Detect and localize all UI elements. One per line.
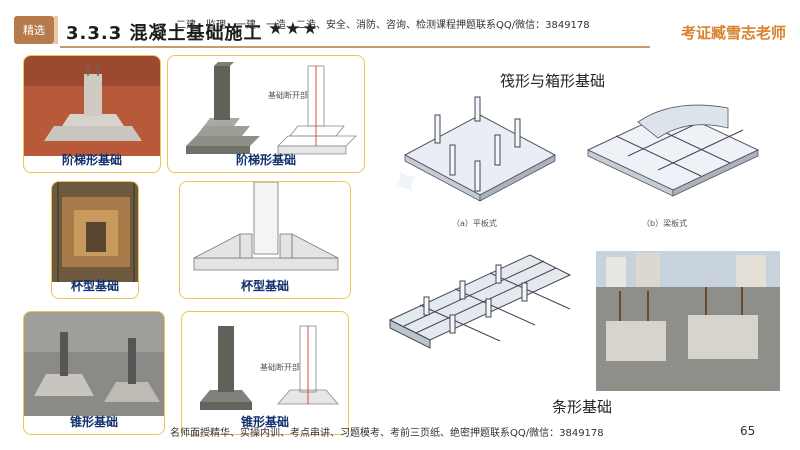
- flat-slab-caption: （a）平板式: [452, 219, 497, 228]
- header-divider: [60, 46, 650, 48]
- featured-badge: 精选: [14, 16, 58, 44]
- section-title: 3.3.3 混凝土基础施工: [66, 23, 263, 44]
- cone-foundation-photo-card: 锥形基础: [23, 311, 165, 435]
- cone-foundation-model-caption: 锥形基础: [240, 415, 289, 429]
- cup-foundation-section-caption: 杯型基础: [240, 279, 289, 293]
- cup-foundation-photo: [52, 182, 138, 282]
- step-foundation-photo-card: 阶梯形基础: [23, 55, 161, 173]
- step-annotation: 基础断开部: [268, 91, 308, 100]
- footer-text: 名师面授精华、实操内训、考点串讲、习题模考、考前三页纸、绝密押题联系QQ/微信：…: [170, 428, 604, 439]
- beam-slab-caption: （b）梁板式: [642, 219, 688, 228]
- top-banner-text: 二建、监理、一建、一造、二造、安全、消防、咨询、检测课程押题联系QQ/微信：38…: [176, 20, 590, 31]
- beam-slab-raft-diagram: [586, 104, 760, 197]
- flat-slab-raft-diagram: [403, 96, 557, 202]
- cup-foundation-section-card: 杯型基础: [179, 181, 351, 299]
- strip-foundation-title: 条形基础: [552, 398, 613, 416]
- teacher-name: 考证臧雪志老师: [680, 24, 786, 42]
- raft-foundation-title: 筏形与箱形基础: [500, 72, 606, 90]
- cone-foundation-model-card: 基础断开部 锥形基础: [181, 311, 349, 435]
- step-foundation-caption: 阶梯形基础: [61, 153, 122, 167]
- cone-foundation-photo: [24, 312, 164, 416]
- cup-foundation-caption: 杯型基础: [70, 279, 119, 293]
- cone-foundation-caption: 锥形基础: [69, 415, 118, 429]
- importance-stars: ★★★: [268, 19, 320, 39]
- step-foundation-model: [186, 62, 357, 155]
- page-number: 65: [740, 424, 756, 438]
- strip-foundation-diagram: [388, 254, 572, 349]
- slide-header: 精选 3.3.3 混凝土基础施工 ★★★ 二建、监理、一建、一造、二造、安全、消…: [0, 0, 800, 56]
- cup-foundation-photo-card: 杯型基础: [51, 181, 139, 299]
- cup-foundation-section: [193, 182, 339, 271]
- strip-foundation-site-photo: [596, 251, 780, 391]
- step-foundation-photo: [24, 56, 160, 156]
- cone-annotation: 基础断开部: [260, 363, 300, 372]
- step-foundation-model-card: 基础断开部 阶梯形基础: [167, 55, 365, 173]
- step-foundation-model-caption: 阶梯形基础: [235, 153, 296, 167]
- cone-foundation-model: [200, 325, 339, 410]
